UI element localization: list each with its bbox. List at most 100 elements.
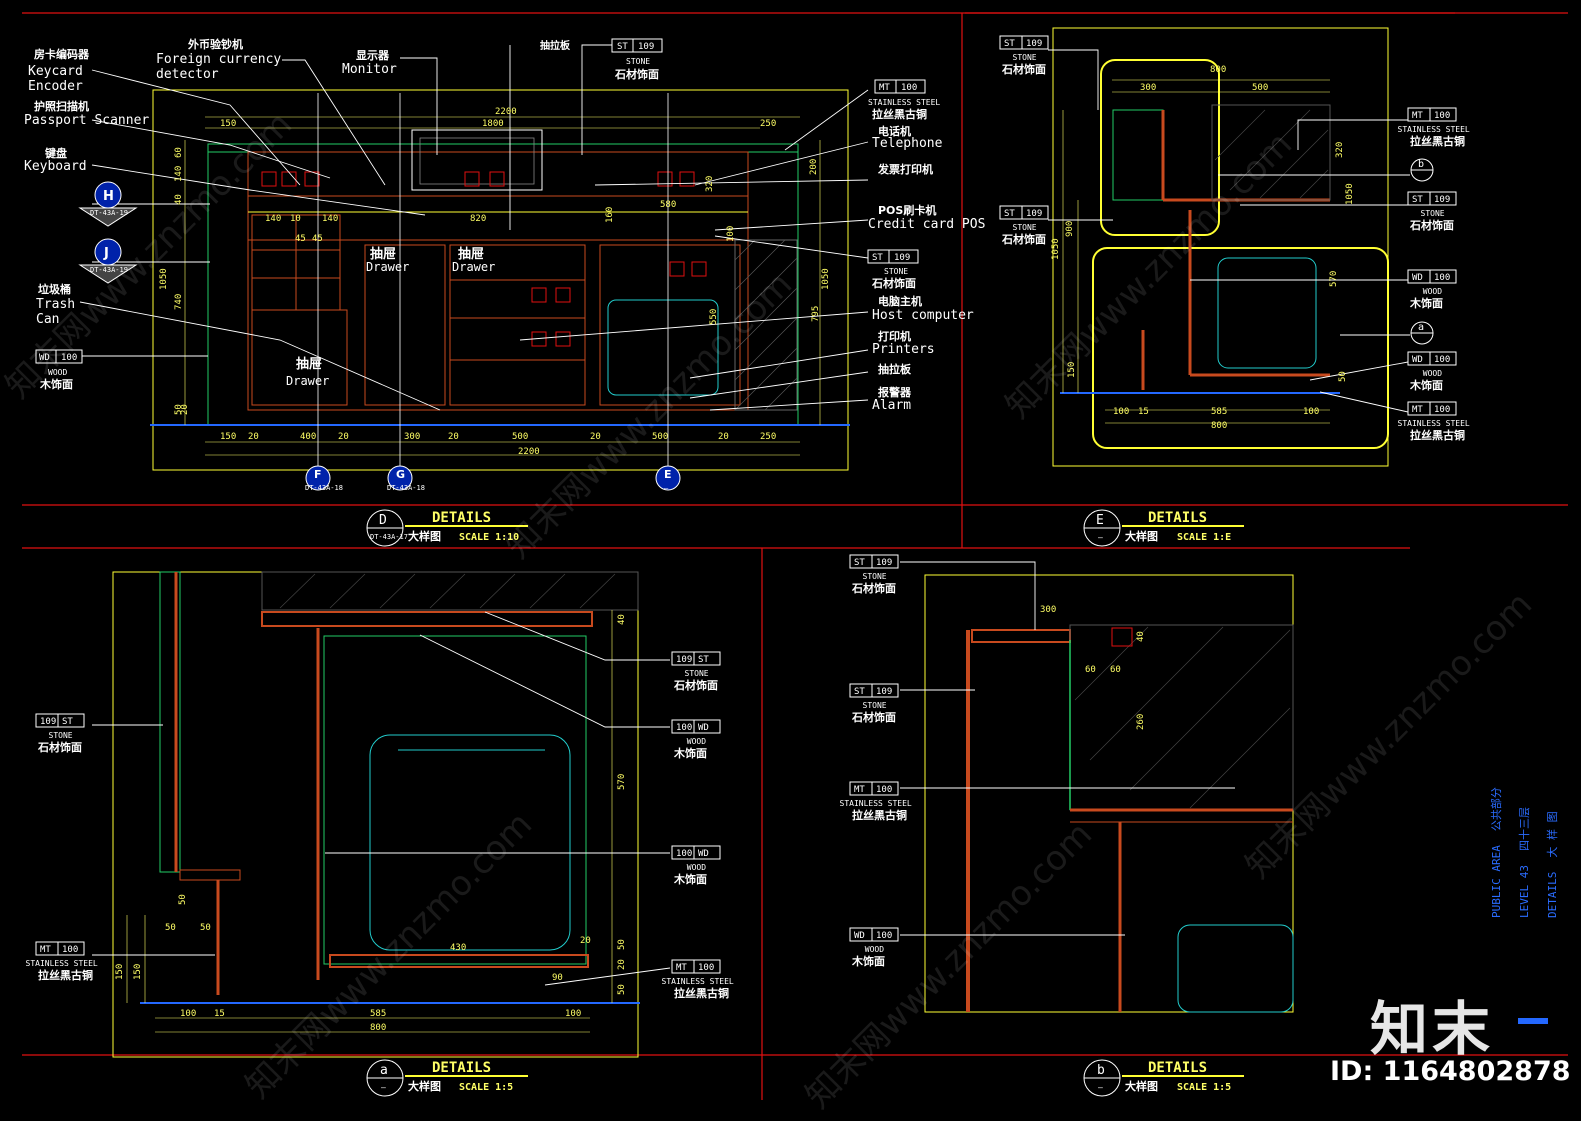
dim-text: 140	[265, 214, 281, 224]
dim-text: 100	[1113, 407, 1129, 417]
dim-text: 150	[115, 964, 125, 980]
material-tag-type: STAINLESS STEEL	[840, 799, 912, 808]
material-tag-finish: 拉丝黑古铜	[1410, 134, 1465, 148]
dim-text: 150	[1067, 362, 1077, 378]
dim-text: 250	[760, 432, 776, 442]
material-tag-number: 100	[1434, 273, 1450, 283]
dim-text: 60	[1085, 665, 1096, 675]
dim-text: 2200	[495, 107, 517, 117]
material-tag-number: 109	[876, 558, 892, 568]
material-tag-finish: 石材饰面	[851, 710, 896, 724]
material-tag-code: ST	[854, 558, 865, 568]
dim-text: 40	[1136, 631, 1146, 642]
material-tag-code: MT	[854, 785, 865, 795]
callout-passport-cn: 护照扫描机	[34, 99, 89, 113]
svg-text:ST: ST	[617, 42, 628, 52]
material-tag-code: 100	[676, 849, 692, 859]
dim-text: 500	[652, 432, 668, 442]
dim-text: 50	[178, 894, 188, 905]
callout-pos-cn: POS刷卡机	[878, 203, 936, 217]
material-tag-finish: 拉丝黑古铜	[38, 968, 93, 982]
dim-text: 140	[174, 166, 184, 182]
callout-trash-cn: 垃圾桶	[38, 282, 71, 296]
material-tag-code: MT	[1412, 111, 1423, 121]
callout-host-cn: 电脑主机	[878, 294, 922, 308]
svg-text:—: —	[664, 484, 669, 492]
dim-text: 160	[605, 207, 615, 223]
callout-keyboard-en: Keyboard	[24, 159, 87, 174]
title-b-cn: 大样图	[1125, 1079, 1158, 1093]
material-tag-number: 100	[62, 945, 78, 955]
svg-text:DT-43A-18: DT-43A-18	[305, 484, 343, 492]
svg-text:WOOD: WOOD	[48, 368, 67, 377]
material-tag-code: ST	[1412, 195, 1423, 205]
dim-text: 500	[1252, 83, 1268, 93]
material-tag-code: 100	[676, 723, 692, 733]
material-tag-type: STAINLESS STEEL	[1398, 125, 1470, 134]
dim-text: 320	[705, 176, 715, 192]
title-e-cn: 大样图	[1125, 529, 1158, 543]
material-tag-number: WD	[698, 723, 709, 733]
sheet-info-line-3: DETAILS大 样 图	[1545, 811, 1559, 918]
dim-text: 300	[404, 432, 420, 442]
material-tag-finish: 木饰面	[1409, 378, 1443, 392]
material-tag-type: WOOD	[687, 863, 706, 872]
dim-text: 260	[1136, 714, 1146, 730]
dim-text: 820	[470, 214, 486, 224]
dim-text: 15	[214, 1009, 225, 1019]
material-tag-type: WOOD	[1423, 369, 1442, 378]
dim-text: 20	[580, 936, 591, 946]
material-tag-finish: 石材饰面	[37, 740, 82, 754]
brand-logo: 知末	[1370, 995, 1495, 1063]
material-tag-type: STONE	[1013, 223, 1037, 232]
dim-text: 100	[180, 1009, 196, 1019]
dim-text: 740	[174, 294, 184, 310]
callout-currency-en2: detector	[156, 67, 219, 82]
svg-text:DT-43A-19: DT-43A-19	[90, 209, 128, 217]
svg-text:100: 100	[61, 353, 77, 363]
callout-keycard-en2: Encoder	[28, 79, 83, 94]
callout-invoice-printer-cn: 发票打印机	[877, 162, 933, 176]
dim-text: 585	[1211, 407, 1227, 417]
title-a-cn: 大样图	[408, 1079, 441, 1093]
section-mark-j: J DT-43A-19	[78, 238, 138, 284]
dim-text: 20	[248, 432, 259, 442]
detail-d-callouts-top: 外币验钞机 Foreign currency detector 显示器 Moni…	[156, 37, 571, 82]
dim-text: 50	[200, 923, 211, 933]
dim-text: 2200	[518, 447, 540, 457]
callout-currency-en1: Foreign currency	[156, 52, 281, 67]
drawer-label-cn: 抽屉	[370, 246, 396, 262]
material-tag-type: STONE	[863, 701, 887, 710]
watermark-layer: 知末网www.znzmo.com 知末网www.znzmo.com 知末网www…	[0, 104, 1540, 1116]
title-d-scale: SCALE 1:10	[459, 532, 519, 543]
material-tag: WD 100 WOOD 木饰面	[35, 349, 83, 391]
title-d-letter: D	[379, 513, 387, 528]
dim-text: 150	[220, 432, 236, 442]
title-d-ref: DT-43A-17	[370, 533, 408, 541]
material-tag-number: ST	[62, 717, 73, 727]
svg-text:G: G	[396, 468, 405, 481]
callout-trash-en1: Trash	[36, 297, 75, 312]
drawer-label-cn: 抽屉	[458, 246, 484, 262]
dim-text: 580	[660, 200, 676, 210]
material-tag-code: ST	[854, 687, 865, 697]
dim-text: 550	[709, 309, 719, 325]
dim-text: 1050	[159, 268, 169, 290]
dim-text: 10	[290, 214, 301, 224]
detail-d-callouts-left: 房卡编码器 Keycard Encoder 护照扫描机 Passport Sca…	[24, 47, 149, 327]
svg-text:ST: ST	[872, 253, 883, 263]
callout-keycard-cn: 房卡编码器	[34, 47, 90, 61]
